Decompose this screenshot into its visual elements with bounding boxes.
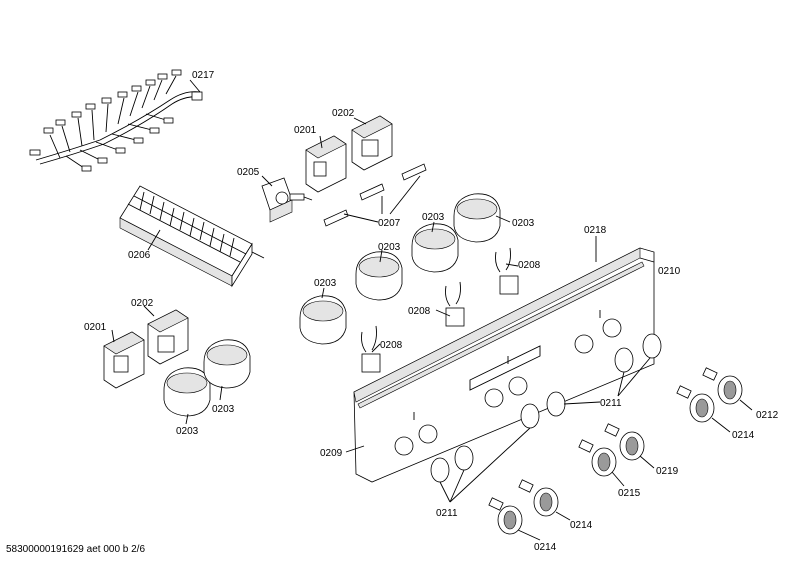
callout-0217: 0217 — [192, 70, 215, 81]
callout-0202-lower: 0202 — [131, 298, 154, 309]
switch-module — [261, 177, 313, 223]
callout-labels: 0217 0201 0202 0205 0207 0206 0203 0203 … — [84, 70, 779, 553]
callout-0201-upper: 0201 — [294, 125, 317, 136]
callout-0203-f: 0203 — [176, 426, 199, 437]
callout-0211-left: 0211 — [436, 508, 458, 519]
knob-housings — [163, 193, 501, 417]
terminal-block — [119, 185, 265, 288]
callout-0206: 0206 — [128, 250, 151, 261]
control-panel — [353, 247, 655, 483]
control-knobs — [488, 367, 743, 535]
callout-0203-e: 0203 — [212, 404, 235, 415]
callout-0215: 0215 — [618, 488, 641, 499]
callout-0214-right: 0214 — [732, 430, 755, 441]
regulator-lower-right — [147, 309, 189, 365]
callout-0208-a: 0208 — [518, 260, 541, 271]
callout-0203-a: 0203 — [314, 278, 337, 289]
callout-0214-middle: 0214 — [570, 520, 593, 531]
regulator-upper-left — [305, 135, 347, 193]
callout-0214-bottom: 0214 — [534, 542, 557, 553]
leader-lines — [111, 117, 753, 541]
callout-0208-c: 0208 — [380, 340, 403, 351]
callout-0219: 0219 — [656, 466, 679, 477]
regulator-upper-right — [351, 115, 393, 171]
document-footer: 58300000191629 aet 000 b 2/6 — [6, 544, 146, 555]
regulator-lower-left — [103, 331, 145, 389]
callout-0203-b: 0203 — [378, 242, 401, 253]
callout-0207: 0207 — [378, 218, 401, 229]
wiring-harness — [29, 69, 203, 172]
callout-0202-upper: 0202 — [332, 108, 355, 119]
callout-0203-c: 0203 — [422, 212, 445, 223]
callout-0211-right: 0211 — [600, 398, 622, 409]
callout-0205: 0205 — [237, 167, 260, 178]
lamp-holders — [361, 247, 519, 373]
callout-0203-d: 0203 — [512, 218, 535, 229]
callout-0212: 0212 — [756, 410, 779, 421]
callout-0210: 0210 — [658, 266, 681, 277]
callout-0201-lower: 0201 — [84, 322, 107, 333]
callout-0209: 0209 — [320, 448, 343, 459]
callout-0218: 0218 — [584, 225, 607, 236]
callout-0208-b: 0208 — [408, 306, 431, 317]
clips — [323, 163, 427, 227]
